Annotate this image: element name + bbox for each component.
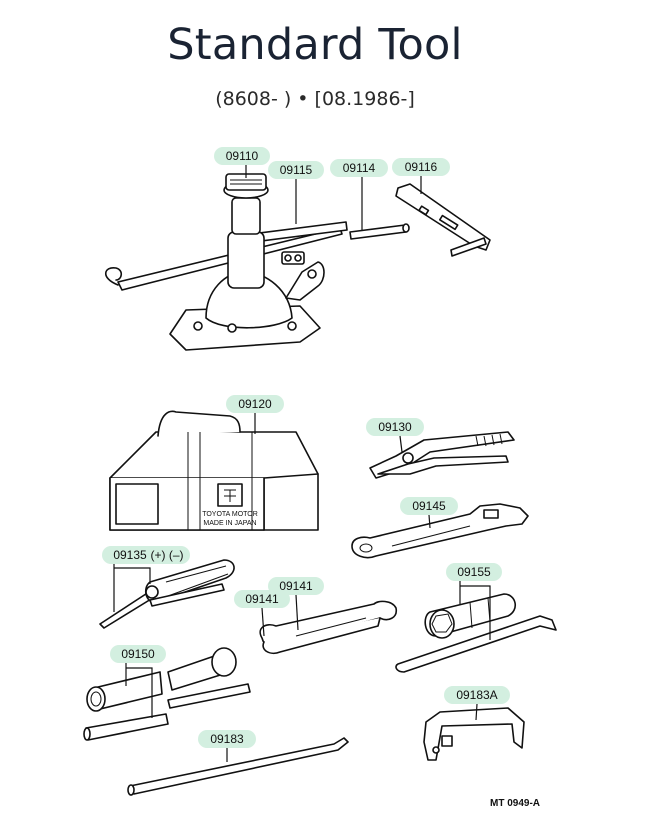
callout-09183: 09183 bbox=[198, 730, 256, 762]
bag-brand-text: TOYOTA MOTOR bbox=[202, 511, 258, 518]
jack-extension-rod bbox=[349, 223, 410, 240]
box-wrench-rod bbox=[83, 713, 169, 741]
svg-text:09120: 09120 bbox=[238, 397, 272, 411]
svg-text:09155: 09155 bbox=[457, 565, 491, 579]
callout-09141-b: 09141 bbox=[234, 590, 290, 637]
tool-bag: TOYOTA MOTOR MADE IN JAPAN bbox=[109, 410, 319, 531]
svg-text:09115: 09115 bbox=[280, 163, 313, 177]
wheel-nut-wrench bbox=[395, 593, 557, 673]
callout-09120: 09120 bbox=[226, 395, 284, 434]
svg-text:09141: 09141 bbox=[279, 579, 313, 593]
svg-text:09135: 09135 bbox=[113, 548, 147, 562]
svg-text:09183A: 09183A bbox=[456, 688, 497, 702]
adjustable-wrench bbox=[351, 503, 529, 559]
svg-text:09150: 09150 bbox=[121, 647, 155, 661]
callout-09114: 09114 bbox=[330, 159, 388, 230]
figure-code: MT 0949-A bbox=[490, 798, 540, 809]
callout-09150: 09150 bbox=[110, 645, 166, 718]
callout-09155: 09155 bbox=[446, 563, 502, 640]
callout-09145: 09145 bbox=[400, 497, 458, 529]
svg-text:09183: 09183 bbox=[210, 732, 244, 746]
open-end-wrench bbox=[259, 600, 398, 655]
callout-09116: 09116 bbox=[392, 158, 450, 194]
svg-text:09110: 09110 bbox=[226, 149, 259, 163]
jack-crank-handle bbox=[395, 183, 491, 257]
svg-text:09141: 09141 bbox=[245, 592, 279, 606]
svg-text:09114: 09114 bbox=[343, 161, 376, 175]
pry-bar bbox=[127, 737, 349, 796]
callout-09130: 09130 bbox=[366, 418, 424, 453]
jack-body bbox=[169, 173, 325, 351]
page-title: Standard Tool bbox=[167, 20, 463, 70]
pliers bbox=[369, 431, 515, 479]
svg-text:09116: 09116 bbox=[405, 160, 438, 174]
bag-origin-text: MADE IN JAPAN bbox=[203, 520, 256, 527]
page-subtitle: (8608- ) • [08.1986-] bbox=[215, 88, 415, 110]
callout-09135: 09135 (+) (–) bbox=[102, 546, 190, 612]
svg-text:09145: 09145 bbox=[412, 499, 446, 513]
svg-text:(+) (–): (+) (–) bbox=[151, 548, 184, 562]
callout-09183A: 09183A bbox=[444, 686, 510, 721]
hub-nut-wrench bbox=[423, 707, 525, 761]
callout-09110: 09110 bbox=[214, 147, 270, 178]
box-wrench bbox=[86, 647, 251, 712]
screwdriver bbox=[99, 559, 235, 629]
svg-text:09130: 09130 bbox=[378, 420, 412, 434]
callout-09115: 09115 bbox=[268, 161, 324, 224]
